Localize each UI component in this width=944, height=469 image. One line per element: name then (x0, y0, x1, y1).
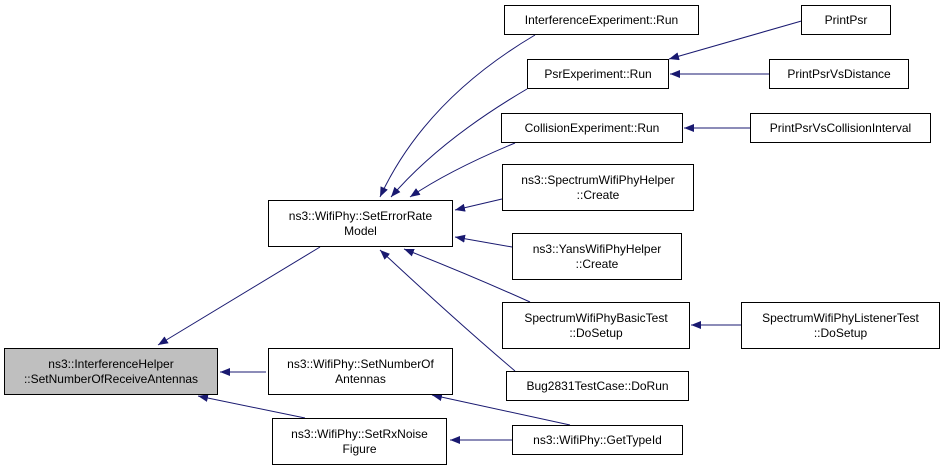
graph-node[interactable]: ns3::YansWifiPhyHelper::Create (512, 233, 682, 280)
edge-n10-to-n1 (379, 249, 516, 372)
node-label-line: ns3::WifiPhy::SetErrorRate (288, 208, 433, 223)
graph-node[interactable]: SpectrumWifiPhyListenerTest::DoSetup (741, 302, 940, 349)
edge-n8-to-n1 (454, 234, 513, 248)
node-label-line: SpectrumWifiPhyListenerTest (762, 310, 919, 325)
edge-n7-to-n1 (454, 198, 503, 212)
node-label-line: PsrExperiment::Run (544, 66, 652, 81)
node-label-line: ns3::WifiPhy::GetTypeId (533, 432, 662, 447)
node-label-line: ::Create (576, 187, 620, 202)
node-label-line: ns3::YansWifiPhyHelper (532, 241, 662, 256)
node-label-line: ::SetNumberOfReceiveAntennas (23, 371, 199, 386)
graph-node[interactable]: ns3::SpectrumWifiPhyHelper::Create (502, 164, 694, 211)
graph-node[interactable]: PrintPsr (801, 5, 891, 35)
node-label-line: ns3::WifiPhy::SetNumberOf (287, 356, 434, 371)
edge-n11-to-n2 (431, 393, 571, 426)
edge-n9-to-n1 (403, 248, 531, 303)
node-label-line: ns3::WifiPhy::SetRxNoise (291, 426, 428, 441)
graph-node[interactable]: PrintPsrVsDistance (769, 59, 909, 89)
node-label-line: ::DoSetup (813, 325, 868, 340)
node-label-line: ::Create (575, 256, 619, 271)
focus-node: ns3::InterferenceHelper::SetNumberOfRece… (4, 348, 218, 395)
graph-node[interactable]: PsrExperiment::Run (527, 59, 669, 89)
graph-node[interactable]: SpectrumWifiPhyBasicTest::DoSetup (502, 302, 690, 349)
edge-n3-to-n0 (197, 394, 306, 419)
graph-node[interactable]: PrintPsrVsCollisionInterval (750, 113, 931, 143)
node-label-line: ns3::InterferenceHelper (48, 356, 174, 371)
node-label-line: SpectrumWifiPhyBasicTest (524, 310, 668, 325)
node-label-line: Antennas (335, 371, 386, 386)
edge-n6-to-n1 (409, 142, 516, 198)
node-label-line: CollisionExperiment::Run (524, 120, 660, 135)
node-label-line: InterferenceExperiment::Run (524, 12, 679, 27)
edge-n4-to-n1 (379, 34, 536, 198)
node-label-line: PrintPsrVsCollisionInterval (769, 120, 912, 135)
node-label-line: PrintPsr (824, 12, 868, 27)
node-label-line: Bug2831TestCase::DoRun (526, 378, 669, 393)
graph-node[interactable]: Bug2831TestCase::DoRun (506, 371, 689, 401)
node-label-line: ns3::SpectrumWifiPhyHelper (521, 172, 675, 187)
node-label-line: Model (344, 223, 377, 238)
graph-node[interactable]: CollisionExperiment::Run (501, 113, 683, 143)
edge-n12-to-n5 (668, 19, 806, 61)
node-label-line: Figure (342, 441, 377, 456)
node-label-line: PrintPsrVsDistance (787, 66, 891, 81)
node-label-line: ::DoSetup (569, 325, 623, 340)
graph-node[interactable]: ns3::WifiPhy::GetTypeId (512, 425, 683, 455)
edge-n1-to-n0 (157, 246, 321, 346)
graph-node[interactable]: InterferenceExperiment::Run (504, 5, 699, 35)
edge-n5-to-n1 (390, 88, 528, 198)
